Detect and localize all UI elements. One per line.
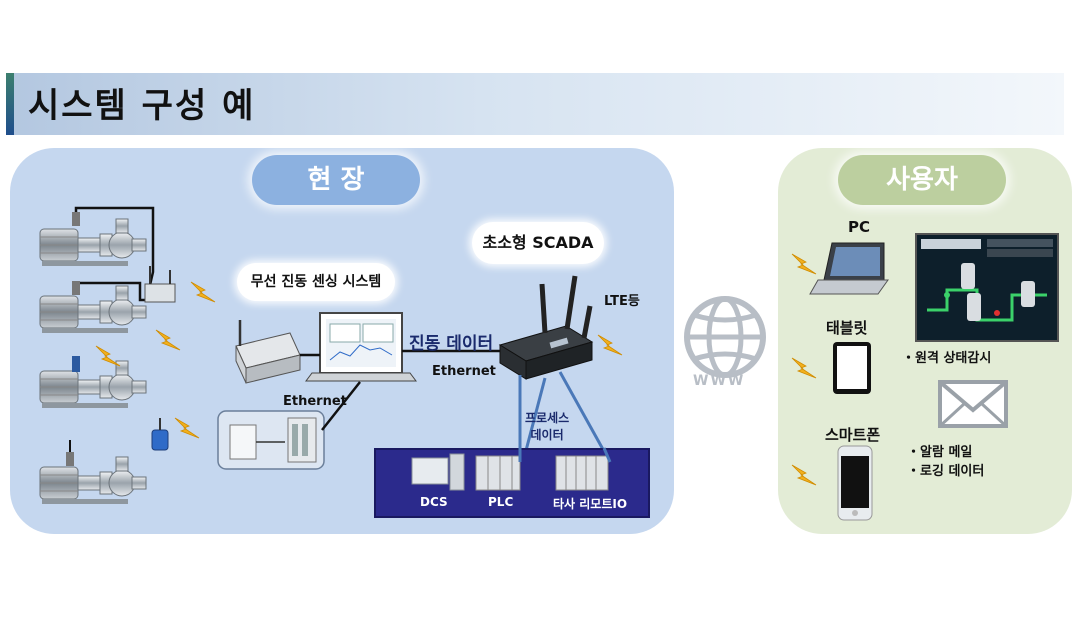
alarm-mail-bullet: ・알람 메일 [907,445,973,460]
sensing-system-label: 무선 진동 센싱 시스템 [237,263,395,301]
process-data-label: 프로세스 데이터 [525,410,569,444]
process-data-line2: 데이터 [530,428,564,442]
remote-io-label: 타사 리모트IO [553,497,628,511]
sensor-head [72,212,80,226]
www-globe-icon [684,296,766,378]
laptop-image [305,312,417,382]
mail-envelope-icon [938,380,1008,428]
pc-label: PC [848,218,871,236]
user-laptop-image [809,242,889,295]
www-label: WWW [693,373,746,389]
wireless-gateway-image [235,320,301,384]
ethernet-label-top: Ethernet [432,364,496,379]
vibration-data-label: 진동 데이터 [409,334,494,354]
remote-monitoring-bullet: ・원격 상태감시 [902,351,992,366]
logging-data-bullet: ・로깅 데이터 [907,464,985,479]
tablet-image [833,342,871,394]
sensor-head [72,281,80,295]
smartphone-label: 스마트폰 [825,426,881,444]
ethernet-label-left: Ethernet [283,394,347,409]
title-bar [6,73,1064,135]
scada-label: 초소형 SCADA [472,222,604,264]
scada-monitor-screen [915,233,1059,342]
wireless-sensor-icon [72,356,80,372]
process-data-line1: 프로세스 [525,411,570,425]
tablet-label: 태블릿 [826,319,868,337]
field-heading: 현 장 [252,155,420,205]
user-heading: 사용자 [838,155,1006,205]
title-accent [6,73,14,135]
plc-label: PLC [488,495,514,509]
ethernet-lines [300,349,500,431]
wireless-node-icon [144,266,176,303]
page-title: 시스템 구성 예 [28,86,256,126]
io-module-image [217,410,325,470]
sensor-head [66,452,74,466]
blue-sensor-icon [151,418,169,451]
lte-label: LTE등 [604,294,640,309]
dcs-label: DCS [420,495,448,509]
scada-router-image [498,275,594,380]
smartphone-image [837,445,873,521]
